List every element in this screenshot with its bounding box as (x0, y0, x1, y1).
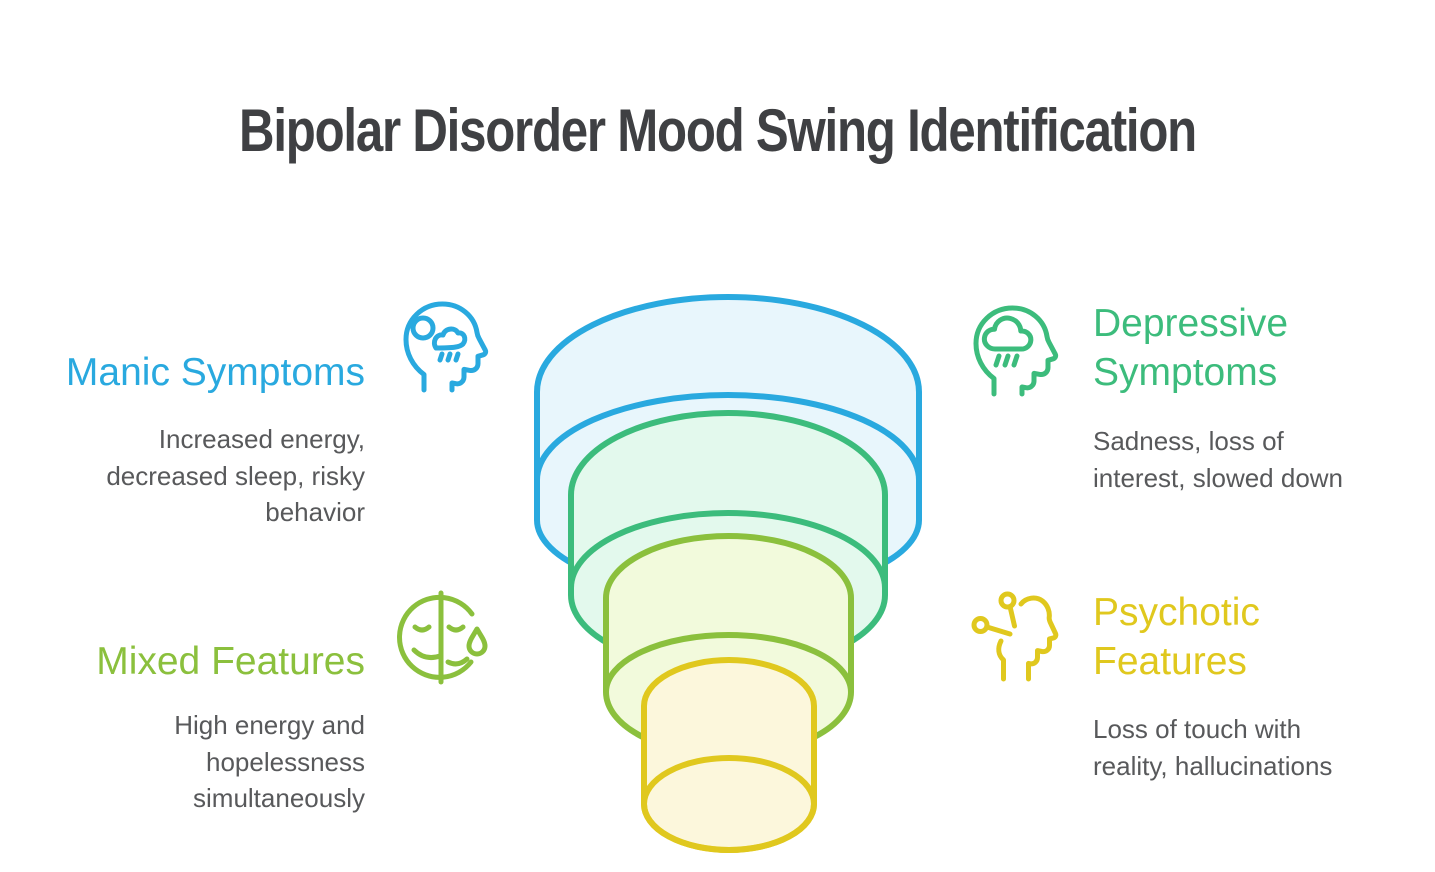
description-line: behavior (265, 497, 365, 527)
funnel-level-psychotic-bottom-rim (641, 755, 817, 853)
heading-line: Features (1093, 640, 1247, 683)
description-line: High energy and (174, 710, 365, 740)
manic-symptoms-description: Increased energy, decreased sleep, risky… (106, 421, 365, 531)
mixed-features-heading: Mixed Features (96, 637, 365, 686)
depressive-symptoms-description: Sadness, loss of interest, slowed down (1093, 423, 1343, 496)
psychotic-features-heading: Psychotic Features (1093, 588, 1260, 686)
manic-symptoms-heading: Manic Symptoms (66, 348, 365, 397)
funnel-level-mixed-rim (603, 632, 854, 693)
description-line: Sadness, loss of (1093, 426, 1284, 456)
fragmented-head-profile-icon (971, 591, 1059, 682)
mixed-features-description: High energy and hopelessness simultaneou… (174, 707, 365, 817)
heading-line: Symptoms (1093, 351, 1278, 394)
funnel-levels (534, 294, 922, 853)
head-profile-with-rain-cloud-icon (973, 305, 1059, 397)
heading-line: Psychotic (1093, 591, 1260, 634)
description-line: interest, slowed down (1093, 462, 1344, 493)
split-face-happy-sad-teardrop-icon (397, 590, 488, 685)
funnel-level-depressive-rim (568, 510, 888, 589)
head-profile-with-sun-and-rain-icon (403, 301, 489, 393)
description-line: Loss of touch with (1093, 714, 1302, 744)
funnel-level-manic-rim (534, 392, 922, 481)
description-line: decreased sleep, risky (106, 460, 365, 491)
heading-line: Depressive (1093, 302, 1289, 345)
depressive-symptoms-heading: Depressive Symptoms (1093, 299, 1288, 397)
heading-line: Mixed Features (96, 640, 365, 683)
description-line: reality, hallucinations (1093, 750, 1333, 781)
psychotic-features-description: Loss of touch with reality, hallucinatio… (1093, 711, 1332, 784)
description-line: hopelessness (206, 746, 365, 777)
description-line: simultaneously (193, 783, 365, 813)
page-title: Bipolar Disorder Mood Swing Identificati… (239, 97, 1197, 164)
description-line: Increased energy, (158, 424, 365, 454)
heading-line: Manic Symptoms (65, 351, 365, 394)
